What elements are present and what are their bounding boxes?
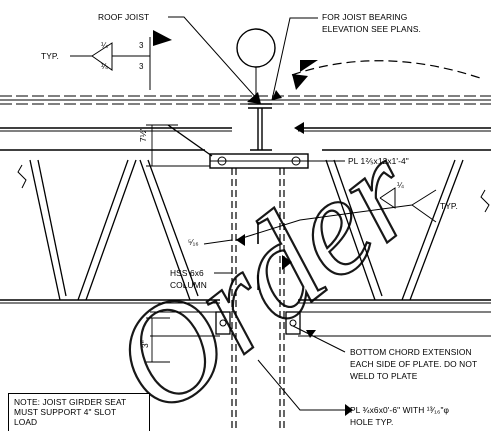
break-mark-right — [480, 189, 490, 213]
label-plate-bottom-2: HOLE TYP. — [350, 417, 394, 427]
weld-left-length-top: 3 — [139, 41, 144, 50]
label-roof-joist: ROOF JOIST — [98, 12, 150, 22]
weld-left-length-bottom: 3 — [139, 62, 144, 71]
label-typ-left: TYP. — [41, 51, 59, 61]
label-hss-2: COLUMN — [170, 280, 207, 290]
arrowheads — [153, 30, 353, 416]
label-bottom-chord-2: EACH SIDE OF PLATE. DO NOT — [350, 359, 478, 369]
hss-column — [231, 168, 285, 431]
bottom-plate-left — [215, 311, 231, 335]
weld-left-size-top: ¼ — [101, 41, 108, 50]
break-mark-left — [17, 164, 27, 189]
label-plate-top: PL 1⅖x12x1'-4" — [348, 156, 409, 166]
label-typ-right: TYP. — [440, 201, 458, 211]
dimension-lines — [146, 124, 210, 363]
bottom-plate-right — [285, 311, 301, 335]
label-plate-bottom-1: PL ¾x6x0'-6" WITH ¹³⁄₁₆"φ — [350, 405, 450, 415]
note-line-1: NOTE: JOIST GIRDER SEAT — [14, 397, 127, 407]
label-joist-bearing-1: FOR JOIST BEARING — [322, 12, 408, 22]
leader-lines — [168, 16, 437, 411]
note-line-2: MUST SUPPORT 4" SLOT — [14, 407, 117, 417]
note-box: NOTE: JOIST GIRDER SEAT MUST SUPPORT 4" … — [8, 393, 150, 431]
joist-webs — [29, 124, 464, 301]
weld-column-size: ⁵⁄₁₆ — [188, 238, 199, 247]
label-joist-bearing-2: ELEVATION SEE PLANS. — [322, 24, 421, 34]
dashed-arc — [291, 60, 481, 79]
label-bottom-chord-3: WELD TO PLATE — [350, 371, 418, 381]
label-dim-top: 7½" — [138, 127, 148, 142]
roof-joist-section — [248, 103, 272, 151]
note-line-3: LOAD — [14, 417, 38, 427]
section-marker — [236, 28, 276, 68]
label-hss-1: HSS 6x6 — [170, 268, 204, 278]
label-dim-bottom: 3" — [140, 340, 150, 348]
bottom-chord — [0, 299, 491, 337]
top-chord — [0, 95, 491, 151]
label-bottom-chord-1: BOTTOM CHORD EXTENSION — [350, 347, 472, 357]
weld-left-size-bottom: ¼ — [101, 62, 108, 71]
weld-symbol-left — [70, 37, 151, 90]
weld-mid-size: ¼ — [397, 181, 404, 190]
weld-symbol-mid — [379, 187, 396, 209]
